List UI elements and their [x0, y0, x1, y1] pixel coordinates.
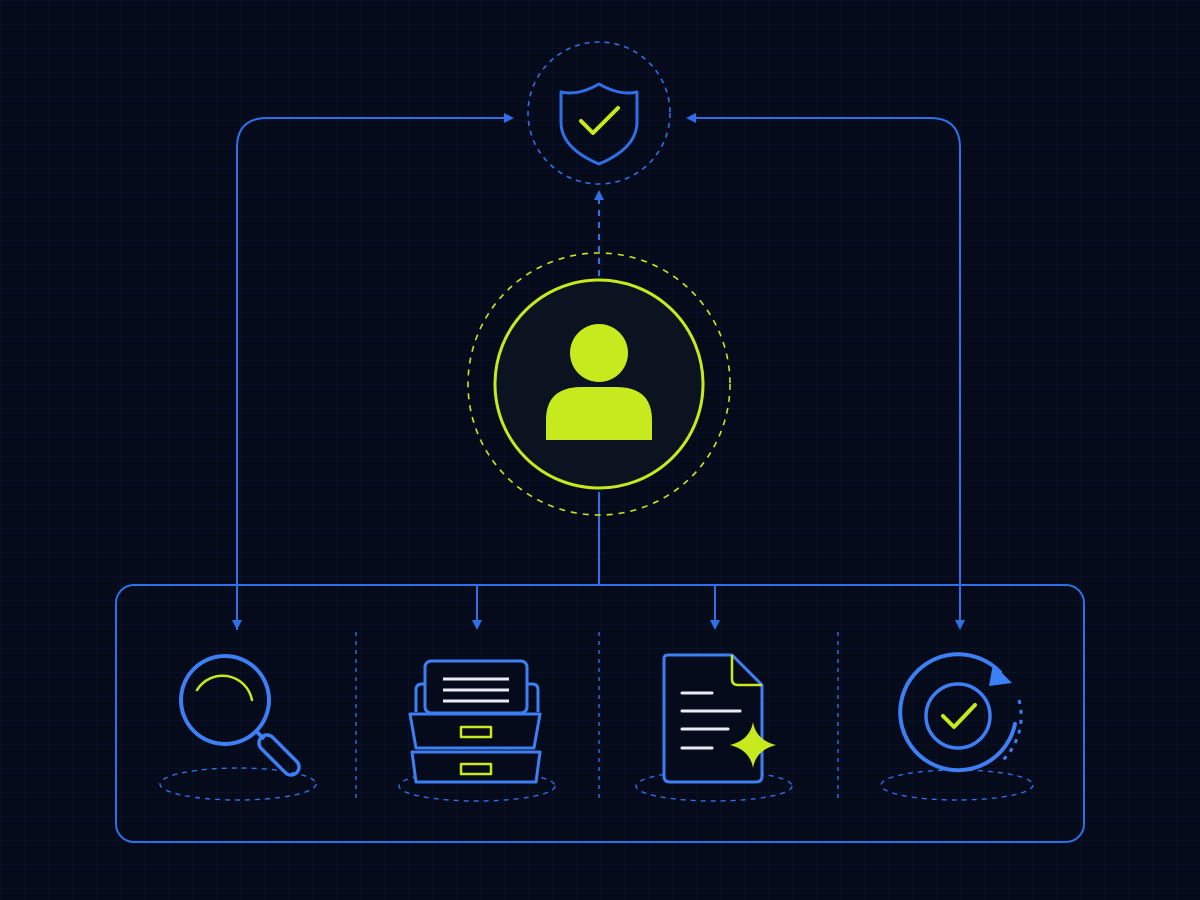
tools-panel: [115, 584, 1085, 843]
pedestal: [159, 767, 317, 801]
panel-dividers: [355, 632, 839, 800]
connectors: [232, 113, 965, 630]
panel-item-document[interactable]: [635, 653, 793, 802]
user-node: [467, 252, 731, 516]
panel-item-search[interactable]: [159, 654, 317, 801]
pedestal: [880, 769, 1034, 801]
refresh-check-icon: [898, 652, 1023, 773]
panel-item-refresh[interactable]: [880, 652, 1034, 801]
shield-check-icon: [559, 82, 639, 166]
document-sparkle-icon: [662, 653, 776, 784]
file-cabinet-icon: [408, 659, 542, 784]
user-icon: [546, 324, 652, 440]
panel-item-cabinet[interactable]: [398, 659, 556, 802]
connector-left-to-shield: [236, 113, 514, 630]
shield-node: [527, 41, 671, 185]
magnifier-icon: [179, 654, 301, 777]
connector-right-to-shield: [686, 113, 961, 600]
